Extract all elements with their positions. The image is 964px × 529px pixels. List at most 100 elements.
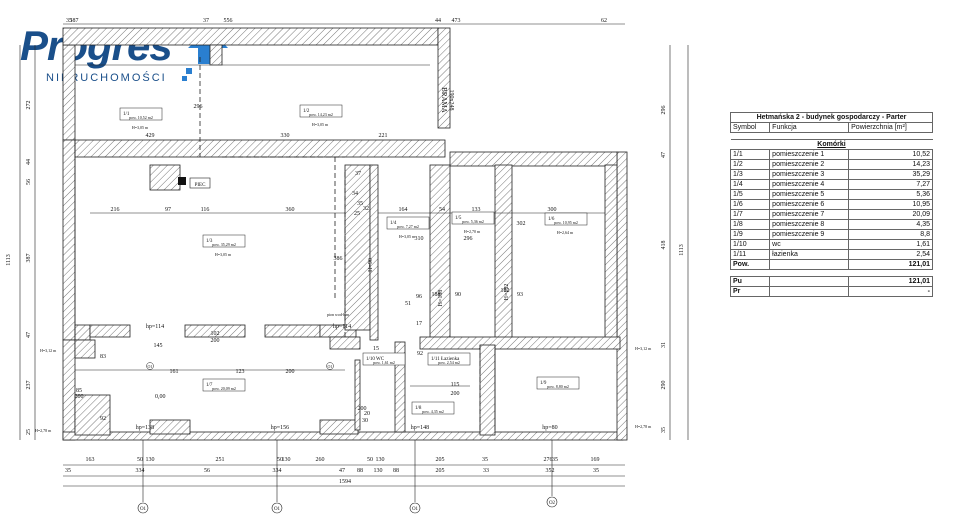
interior-dimension: 37 (355, 171, 361, 177)
wall (264, 324, 321, 338)
height-label-right: H=3,12 m (635, 346, 652, 352)
wall (74, 324, 91, 341)
room-label-box (411, 401, 455, 415)
axis-label: O1 (140, 507, 147, 512)
small-marker-circle (326, 362, 334, 370)
height-label: H=188 (438, 290, 444, 307)
wall (319, 419, 359, 435)
room-label-box (202, 234, 246, 248)
room-area: pow. 10,52 m2 (129, 115, 153, 121)
wall (74, 339, 96, 359)
wall (62, 139, 76, 341)
table-gap-row (730, 269, 933, 277)
interior-dimension: 30 (362, 418, 368, 424)
interior-dimension: 85 (76, 388, 82, 394)
right-dimension: 418 (661, 241, 667, 250)
cell-symbol: 1/7 (729, 209, 771, 220)
cell-function: pomieszczenie 1 (769, 149, 850, 160)
interior-dimension: 161 (170, 369, 179, 375)
cell-function (769, 276, 850, 287)
room-area: pow. 8,80 m2 (547, 384, 569, 390)
plan-lines (19, 23, 689, 502)
col-header-function: Funkcja (769, 122, 850, 133)
room-label-box (544, 212, 588, 226)
right-dimension: 296 (661, 106, 667, 115)
room-label-box (119, 107, 163, 121)
cell-symbol: 1/4 (729, 179, 771, 190)
cell-symbol: 1/5 (729, 189, 771, 200)
left-total-dimension: 1113 (6, 254, 12, 266)
room-area: pow. 4,35 m2 (422, 409, 444, 415)
cell-area: 121,01 (848, 276, 933, 287)
bottom-dimension: 163 (86, 457, 95, 463)
wall (149, 419, 191, 435)
room-id: 1/4 (390, 221, 397, 226)
right-total-dimension: 1113 (679, 244, 685, 256)
wall (449, 151, 618, 167)
wall (62, 44, 76, 141)
room-area: pow. 10,95 m2 (554, 220, 578, 226)
logo-subtitle: NIERUCHOMOŚCI (46, 72, 167, 84)
wall (494, 164, 513, 341)
bottom-dimension: 251 (216, 457, 225, 463)
wall (62, 27, 439, 46)
wall (209, 44, 223, 66)
wall (62, 339, 76, 441)
room-area: pow. 14,23 m2 (309, 112, 333, 118)
cell-symbol: Pr (729, 286, 771, 297)
small-marker-label: O1 (148, 364, 153, 369)
table-pr-row: Pr - (729, 286, 933, 297)
cell-area: - (848, 286, 933, 297)
left-dimension: 272 (26, 101, 32, 110)
hp-label: hp=80 (542, 425, 557, 431)
bottom-dimension: 33 (483, 468, 489, 474)
bottom-dimension: 276 (544, 457, 553, 463)
cell-function (769, 286, 850, 297)
cell-area: 121,01 (848, 259, 933, 270)
room-area-table: Hetmańska 2 - budynek gospodarczy - Part… (729, 112, 933, 297)
small-marker-circle (146, 362, 154, 370)
bottom-dimension: 35 (552, 457, 558, 463)
furnace-label: PIEC (195, 183, 207, 188)
height-label-left: H=3,12 m (40, 348, 57, 354)
wall (437, 27, 451, 129)
interior-dimension: 296 (194, 104, 203, 110)
interior-dimension: 182 (501, 288, 510, 294)
interior-dimension: 300 (548, 207, 557, 213)
top-dimension: 44 (435, 18, 441, 24)
bottom-dimension: 169 (591, 457, 600, 463)
cell-symbol: 1/11 (729, 249, 771, 260)
interior-dimension: 310 (415, 236, 424, 242)
bottom-dimension: 47 (339, 468, 345, 474)
height-label-left: H=2,78 m (35, 428, 52, 434)
interior-dimension: 15 (373, 346, 379, 352)
cell-function: pomieszczenie 8 (769, 219, 850, 230)
height-label: H=90 (368, 258, 374, 272)
room-id: 1/8 (415, 406, 422, 411)
cell-function: pomieszczenie 4 (769, 179, 850, 190)
interior-dimension: 97 (165, 207, 171, 213)
cell-function: pomieszczenie 7 (769, 209, 850, 220)
interior-dimension: 200 (286, 369, 295, 375)
table-section-title: Komórki (730, 139, 933, 150)
top-dimension: 35 (66, 18, 72, 24)
room-height: H=2,64 m (557, 230, 574, 236)
interior-dimension: 200 (451, 391, 460, 397)
dashed-lines (199, 57, 481, 430)
cell-area: 5,36 (848, 189, 933, 200)
interior-dimension: 123 (236, 369, 245, 375)
walls (62, 27, 628, 441)
bottom-dimension: 260 (316, 457, 325, 463)
bottom-dimension: 334 (136, 468, 145, 474)
interior-dimension: 54 (439, 207, 445, 213)
bottom-total-dimension: 1594 (339, 479, 351, 485)
axis-marker-circle (271, 502, 283, 514)
height-label: H=182 (504, 284, 510, 301)
bottom-dimension: 50 (367, 457, 373, 463)
interior-dimension: 200 (358, 406, 367, 412)
